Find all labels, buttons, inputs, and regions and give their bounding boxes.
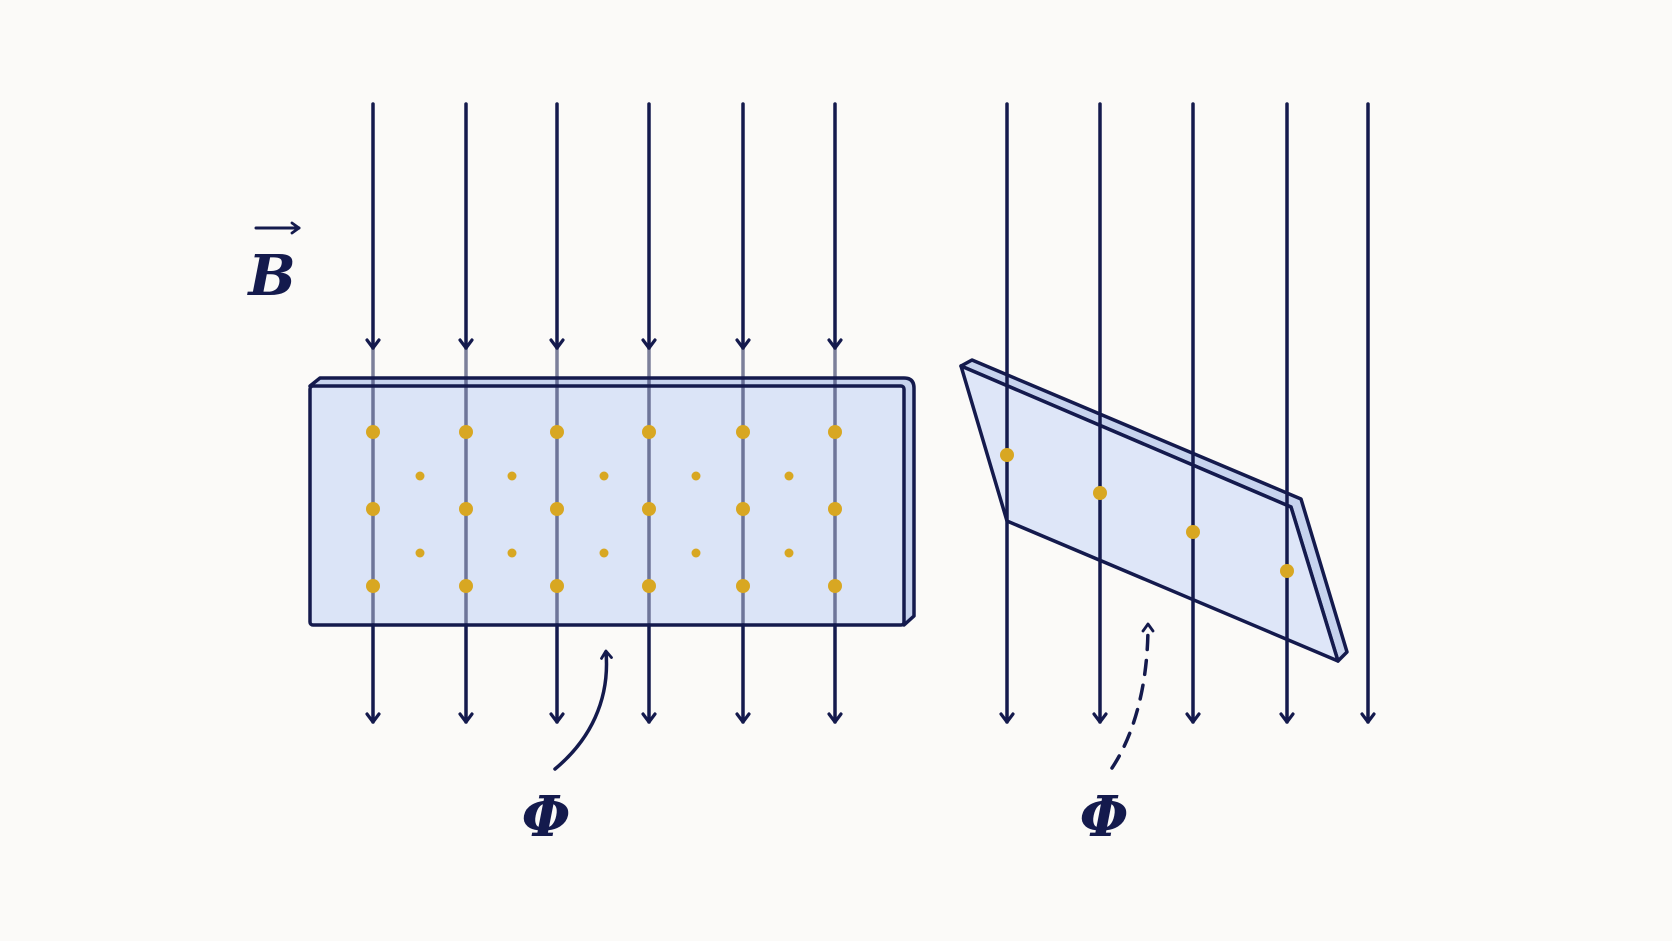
flux-dot-small-r1-c5 [784,471,794,481]
plate-right-face [959,364,1340,663]
flux-dot-left-r3-c3 [550,579,564,593]
flux-dot-small-r1-c3 [599,471,609,481]
flux-dot-small-r2-c1 [415,548,425,558]
flux-dots [366,425,1294,593]
flux-dot-right-4 [1280,564,1294,578]
flux-dot-left-r2-c2 [459,502,473,516]
plate-perpendicular [308,376,916,627]
flux-label-right: Φ [1080,784,1129,850]
field-label: B [246,243,295,309]
flux-dot-small-r1-c1 [415,471,425,481]
flux-dot-left-r1-c6 [828,425,842,439]
flux-dot-right-1 [1000,448,1014,462]
flux-dot-left-r1-c3 [550,425,564,439]
flux-pointer-left [553,649,613,771]
flux-dot-left-r2-c6 [828,502,842,516]
flux-pointer-right-dashed [1110,622,1155,770]
flux-dot-small-r2-c4 [691,548,701,558]
flux-dot-left-r3-c4 [642,579,656,593]
flux-dot-left-r3-c5 [736,579,750,593]
flux-dot-left-r1-c1 [366,425,380,439]
flux-pointers [553,622,1155,771]
flux-dot-left-r2-c3 [550,502,564,516]
flux-dot-left-r2-c5 [736,502,750,516]
flux-label-left: Φ [522,784,571,850]
plate-tilted [959,358,1349,663]
field-vector-label: B [246,221,301,309]
flux-dot-small-r1-c4 [691,471,701,481]
flux-dot-left-r1-c4 [642,425,656,439]
flux-dot-left-r1-c2 [459,425,473,439]
flux-dot-left-r2-c4 [642,502,656,516]
flux-dot-right-3 [1186,525,1200,539]
flux-dot-left-r1-c5 [736,425,750,439]
flux-dot-small-r1-c2 [507,471,517,481]
plate-left-face [308,384,906,627]
flux-dot-right-2 [1093,486,1107,500]
flux-dot-left-r2-c1 [366,502,380,516]
flux-dot-left-r3-c1 [366,579,380,593]
flux-dot-small-r2-c5 [784,548,794,558]
magnetic-field-lines [365,102,1376,724]
flux-dot-small-r2-c2 [507,548,517,558]
flux-dot-left-r3-c6 [828,579,842,593]
flux-dot-small-r2-c3 [599,548,609,558]
flux-dot-left-r3-c2 [459,579,473,593]
